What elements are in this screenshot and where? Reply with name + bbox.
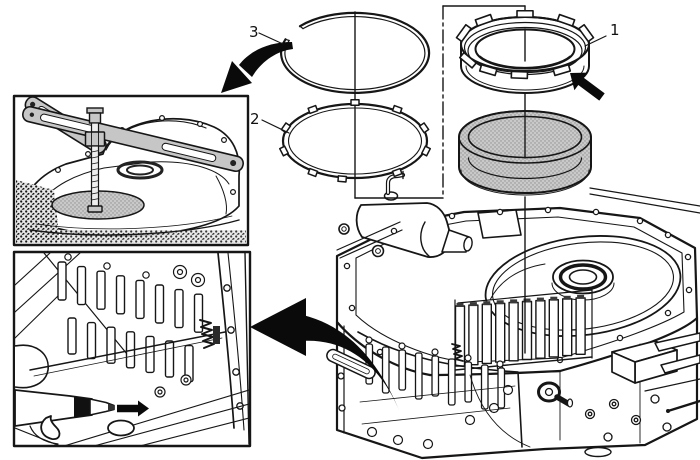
- ring-2-tabs: [278, 99, 432, 183]
- clutch-plate-fins: [454, 287, 593, 373]
- alignment-centerlines: [354, 5, 526, 354]
- top-block: [477, 209, 522, 239]
- check-ball-pocket: [107, 419, 135, 437]
- compressor-bar-long: [22, 105, 244, 173]
- cylinder-boss: [355, 202, 473, 258]
- compressor-stud: [84, 107, 106, 213]
- direction-arrow-at-ring-1: [570, 72, 605, 101]
- valve-channels-upper: [57, 261, 204, 333]
- leader-line-1: [584, 35, 607, 47]
- flange-bolt-holes: [343, 206, 693, 372]
- accumulator-spring: [199, 319, 215, 349]
- oval-slot: [326, 348, 376, 380]
- air-nozzle: [15, 389, 115, 445]
- bell-gasket-track: [484, 235, 682, 337]
- callouts: 1 2 3: [249, 21, 620, 134]
- direction-arrow-at-nozzle: [117, 400, 149, 417]
- part-1-castellated-ring: [455, 9, 595, 94]
- leader-line-3: [258, 32, 284, 45]
- speckle-texture: [16, 180, 60, 243]
- background-edge-lines: [589, 187, 700, 214]
- curved-arrow-to-inset-2: [250, 298, 399, 410]
- shaft-seal: [537, 381, 561, 403]
- leader-line-2: [261, 119, 290, 134]
- nozzle-trigger: [40, 415, 61, 440]
- curved-arrow-to-inset-1: [221, 42, 293, 93]
- valve-spring: [451, 343, 464, 362]
- case-inner-flange-line: [355, 216, 685, 363]
- part-2-notched-ring: [278, 99, 432, 183]
- pump-bore: [551, 259, 615, 301]
- case-right-face: [469, 343, 672, 458]
- inset-1-compressor-tool: [12, 94, 250, 247]
- hex-bolt: [338, 223, 350, 235]
- mount-block-and-rails: [611, 332, 700, 413]
- hex-bolt: [371, 244, 385, 258]
- clutch-drum-top: [116, 160, 164, 180]
- inset-2-air-check: [12, 250, 252, 448]
- main-case-drawing: [326, 187, 700, 460]
- ring-1-tabs: [455, 9, 595, 80]
- callout-3: 3: [249, 23, 259, 41]
- part-3-snap-ring: [280, 11, 431, 95]
- bracket-connectors: [354, 5, 526, 199]
- callout-1: 1: [610, 21, 620, 39]
- valve-body-face: [326, 325, 523, 450]
- callout-2: 2: [250, 110, 260, 128]
